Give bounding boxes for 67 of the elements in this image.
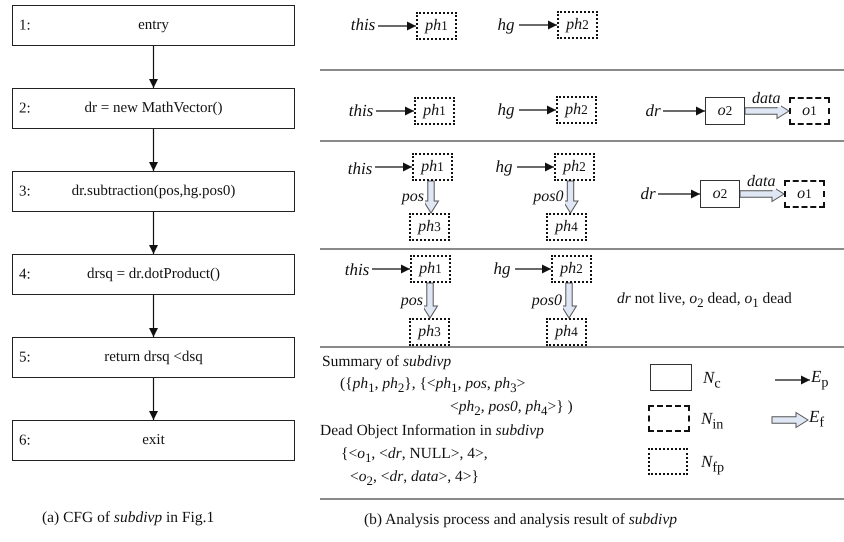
- arrow: [658, 190, 700, 198]
- statement-text: entry: [138, 17, 169, 34]
- edge-label: pos0: [530, 292, 563, 308]
- note-text: dr not live, o$_{2}$ dead, o$_{1}$ dead: [617, 290, 792, 312]
- arrow: [149, 295, 158, 337]
- arrow: [519, 106, 556, 114]
- variable-name: hg: [491, 154, 517, 180]
- arrow: [562, 180, 579, 214]
- statement-box: [12, 88, 295, 129]
- statement-text: drsq = dr.dotProduct(): [86, 266, 220, 283]
- summary-text: Dead Object Information in subdivp: [320, 422, 544, 440]
- summary-text: <o$_{2}$, <dr, data>, 4>}: [350, 468, 479, 490]
- edge-label: data: [751, 91, 782, 107]
- summary-text: {<o$_{1}$, <dr, NULL>, 4>,: [341, 445, 488, 466]
- legend-label: E$_{p}$: [811, 367, 828, 392]
- line-number: 4:: [19, 266, 31, 283]
- arrow: [149, 378, 158, 420]
- arrow: [149, 129, 158, 171]
- variable-name: dr: [643, 98, 663, 124]
- variable-name: hg: [493, 97, 519, 123]
- variable-name: this: [342, 257, 372, 283]
- summary-text: <ph$_{2}$, pos0, ph$_{4}$>} ): [450, 398, 573, 420]
- arrow: [422, 180, 440, 214]
- legend-label: N$_{c}$: [703, 368, 721, 392]
- line-number: 1:: [19, 17, 31, 34]
- arrow: [515, 264, 551, 274]
- arrow: [372, 264, 410, 274]
- variable-name: dr: [638, 181, 658, 207]
- statement-box: [12, 337, 295, 378]
- legend-label: N$_{fp}$: [701, 452, 724, 476]
- legend-label: N$_{in}$: [701, 409, 724, 434]
- arrow: [376, 106, 414, 116]
- variable-name: hg: [489, 256, 515, 282]
- caption-text: (a) CFG of subdivp in Fig.1: [42, 509, 214, 527]
- summary-text: Summary of subdivp: [322, 353, 452, 371]
- line-number: 2:: [19, 100, 31, 117]
- statement-box: [12, 171, 295, 212]
- statement-box: [12, 254, 295, 295]
- variable-name: this: [346, 98, 376, 124]
- edge-label: pos0: [532, 189, 564, 205]
- line-number: 6:: [19, 432, 31, 449]
- variable-name: this: [348, 12, 378, 38]
- arrow: [149, 212, 158, 254]
- statement-box: [12, 5, 295, 46]
- arrow: [375, 162, 412, 172]
- line-number: 3:: [19, 183, 31, 200]
- statement-text: dr.subtraction(pos,hg.pos0): [72, 183, 236, 200]
- legend-label: E$_{f}$: [809, 407, 824, 432]
- arrow: [149, 46, 158, 88]
- arrow: [378, 22, 416, 30]
- arrow: [744, 102, 790, 120]
- arrow: [422, 282, 438, 319]
- statement-box: [12, 420, 295, 461]
- arrow: [517, 162, 554, 172]
- arrow: [740, 186, 785, 202]
- arrow: [519, 20, 557, 30]
- edge-label: data: [746, 174, 776, 190]
- statement-text: exit: [142, 432, 165, 449]
- statement-text: dr = new MathVector(): [84, 100, 222, 117]
- variable-name: hg: [493, 12, 519, 38]
- arrow: [663, 106, 705, 116]
- line-number: 5:: [19, 349, 31, 366]
- variable-name: this: [345, 156, 375, 182]
- arrow: [560, 282, 578, 319]
- summary-text: ({ph$_{1}$, ph$_{2}$}, {<ph$_{1}$, pos, ph$_{3}$>: [340, 375, 526, 396]
- caption-text: (b) Analysis process and analysis result of subdivp: [364, 511, 677, 529]
- statement-text: return drsq <dsq: [104, 349, 203, 366]
